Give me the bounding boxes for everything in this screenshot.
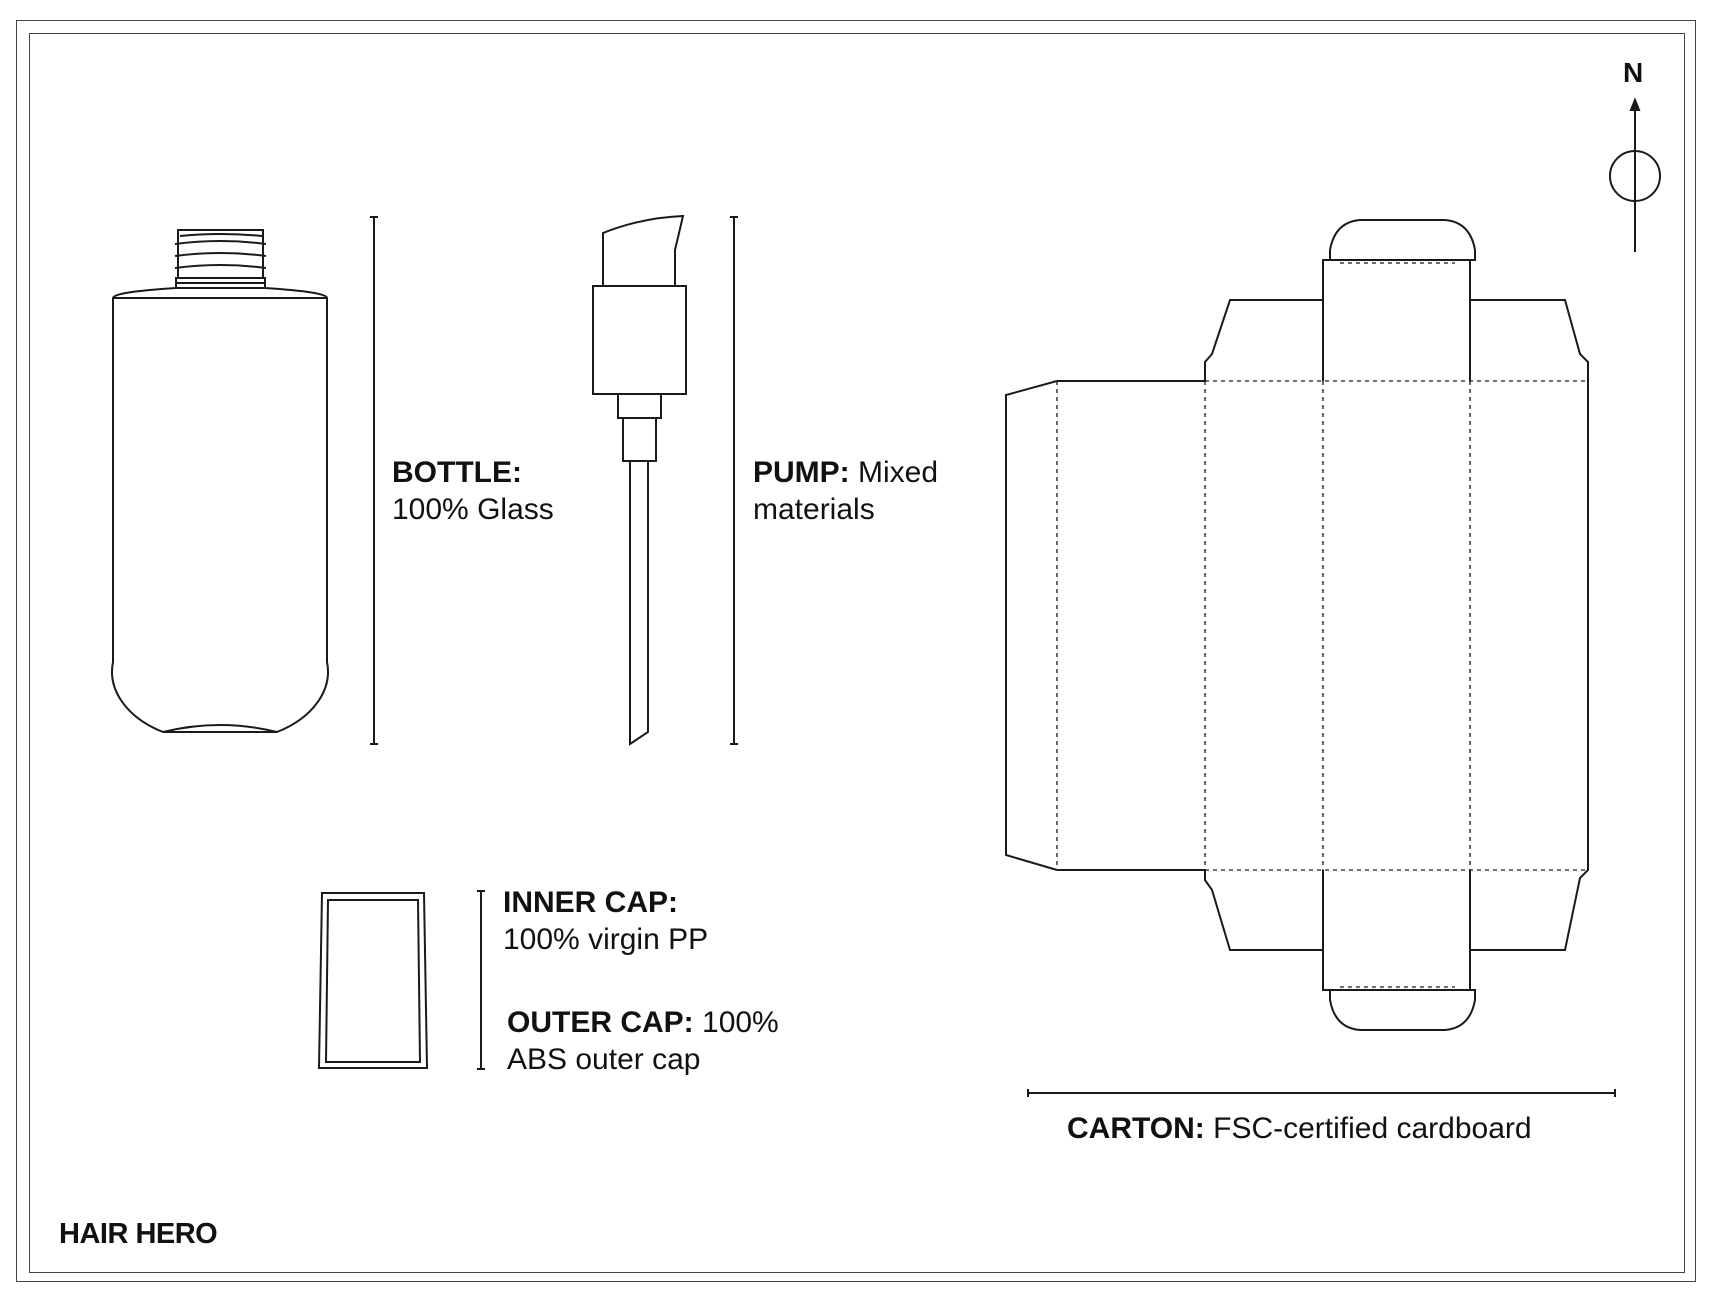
pump-housing [622, 417, 657, 462]
pump-label-line1: Mixed [849, 456, 939, 489]
carton-label-material: FSC-certified cardboard [1204, 1112, 1532, 1145]
bottle-label: BOTTLE: 100% Glass [392, 454, 554, 528]
bottle-base-curve [162, 724, 278, 733]
pump-label-material: materials [753, 493, 875, 526]
carton-label: CARTON: FSC-certified cardboard [1067, 1110, 1532, 1147]
pump-collar [592, 285, 687, 395]
bottle-label-heading: BOTTLE: [392, 456, 522, 489]
carton-glue-flap [1005, 380, 1058, 871]
bottle-drawing [111, 216, 378, 745]
bottle-body [111, 298, 329, 733]
bottle-thread [174, 229, 267, 279]
pump-label: PUMP: Mixed materials [753, 454, 938, 528]
inner-cap-label-heading: INNER CAP: [503, 886, 679, 919]
pump-drawing [592, 214, 738, 746]
compass-north-label: N [1623, 57, 1644, 88]
outer-frame [16, 20, 1696, 1282]
carton-outline [1057, 219, 1589, 1031]
inner-cap-label-material: 100% virgin PP [503, 923, 709, 956]
brand-name: HAIR HERO [59, 1218, 218, 1250]
inner-frame [29, 33, 1685, 1273]
outer-cap-label-line1: 100% [693, 1006, 779, 1039]
outer-cap-label: OUTER CAP: 100% ABS outer cap [507, 1004, 779, 1078]
pump-actuator [602, 214, 685, 286]
carton-dieline [1005, 219, 1616, 1097]
inner-cap-shape [324, 899, 422, 1063]
outer-cap-shape [317, 892, 429, 1069]
compass-icon [1609, 97, 1661, 252]
outer-cap-label-heading: OUTER CAP: [507, 1006, 694, 1039]
pump-neck [617, 393, 662, 419]
carton-fold-lines [1056, 262, 1588, 988]
inner-cap-label: INNER CAP: 100% virgin PP [503, 884, 708, 958]
outer-cap-label-material: ABS outer cap [507, 1043, 701, 1076]
cap-drawing [317, 890, 485, 1070]
bottle-label-material: 100% Glass [392, 493, 554, 526]
bottle-shoulder-curve [112, 287, 328, 299]
pump-label-heading: PUMP: [753, 456, 850, 489]
carton-label-heading: CARTON: [1067, 1112, 1205, 1145]
pump-dip-tube [629, 461, 649, 746]
